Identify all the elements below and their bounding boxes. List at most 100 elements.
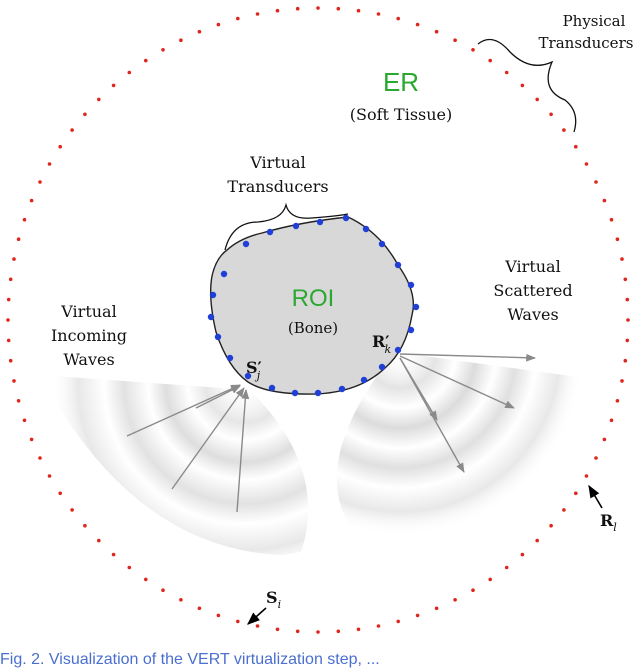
physical-transducer-dot	[520, 83, 525, 88]
rl-pointer	[588, 484, 603, 509]
physical-transducer-dot	[620, 379, 624, 383]
physical-transducer-dot	[8, 277, 13, 282]
incoming-arrows	[126, 384, 250, 513]
physical-transducer-dot	[376, 12, 381, 16]
physical-transducer-dot	[471, 48, 475, 52]
physical-transducer-dot	[594, 456, 598, 460]
physical-transducer-dot	[127, 70, 132, 75]
physical-transducer-dot	[549, 523, 553, 528]
roi-label: ROI	[292, 285, 335, 312]
physical-transducer-dot	[29, 437, 34, 442]
physical-transducer-dot	[111, 552, 116, 557]
physical-transducer-dot	[255, 624, 260, 628]
physical-transducer-dot	[216, 22, 221, 27]
physical-transducer-dot	[504, 565, 509, 570]
scattered-label-line2: Scattered	[493, 281, 572, 300]
physical-transducer-dot	[602, 437, 607, 442]
incoming-label-line2: Incoming	[51, 326, 127, 345]
physical-transducer-dot	[236, 619, 240, 624]
physical-transducer-dot	[535, 538, 539, 543]
si-pointer	[247, 607, 267, 625]
physical-transducer-dot	[625, 297, 630, 302]
physical-transducer-dot	[16, 399, 21, 403]
sj-label: S′j	[246, 358, 262, 382]
physical-transducer-dot	[111, 83, 116, 88]
physical-transducer-dot	[594, 180, 598, 184]
physical-transducer-dot	[623, 277, 628, 282]
physical-transducer-dot	[83, 523, 87, 528]
rk-label: R′k	[372, 332, 392, 356]
physical-transducer-dot	[179, 598, 183, 602]
er-label: ER	[383, 67, 419, 97]
er-subtitle: (Soft Tissue)	[350, 105, 453, 124]
physical-transducer-dot	[127, 565, 132, 570]
virtual-transducers-label-line1: Virtual	[249, 153, 305, 172]
physical-transducer-dot	[216, 613, 221, 618]
incoming-label-line1: Virtual	[60, 302, 116, 321]
si-label: Si	[266, 588, 281, 611]
physical-transducer-dot	[626, 318, 630, 322]
physical-transducer-dot	[144, 58, 148, 63]
physical-label-line1: Physical	[563, 12, 626, 30]
physical-transducer-dot	[584, 474, 589, 478]
physical-transducer-dot	[38, 456, 42, 460]
physical-transducer-dot	[70, 128, 74, 132]
physical-transducer-dot	[97, 538, 101, 543]
physical-transducer-dot	[356, 627, 361, 632]
physical-transducer-dot	[549, 112, 553, 117]
scattered-arrow-4	[399, 357, 438, 421]
physical-transducer-dot	[8, 358, 13, 363]
physical-transducer-dot	[504, 70, 509, 75]
physical-transducer-dot	[574, 491, 578, 496]
physical-transducer-dot	[161, 588, 165, 592]
physical-transducer-dot	[275, 627, 280, 632]
physical-transducer-dot	[584, 162, 589, 166]
physical-transducer-dot	[562, 508, 566, 512]
physical-transducer-dot	[625, 338, 630, 343]
physical-transducer-ring	[6, 6, 630, 634]
physical-transducer-dot	[12, 257, 16, 261]
physical-transducer-dot	[6, 297, 11, 302]
physical-transducer-dot	[535, 97, 539, 102]
physical-transducer-dot	[615, 399, 620, 403]
physical-transducer-dot	[6, 338, 11, 343]
physical-transducer-dot	[197, 29, 202, 34]
scattered-wave-pattern	[336, 352, 600, 537]
physical-transducer-dot	[22, 217, 27, 222]
physical-transducer-dot	[295, 629, 300, 634]
physical-transducer-dot	[415, 22, 420, 27]
physical-transducer-dot	[609, 217, 614, 222]
physical-transducer-dot	[415, 613, 420, 618]
physical-transducer-dot	[236, 16, 240, 21]
scattered-arrow-1	[399, 353, 536, 362]
physical-transducer-dot	[12, 379, 16, 383]
physical-transducer-dot	[615, 237, 620, 241]
physical-transducer-dot	[58, 491, 62, 496]
incoming-arrow-3	[236, 389, 250, 513]
physical-transducer-dot	[434, 606, 439, 611]
physical-transducer-dot	[376, 624, 381, 628]
scattered-label-line3: Waves	[507, 305, 558, 324]
physical-label-line2: Transducers	[539, 34, 634, 52]
incoming-arrow-2	[171, 387, 245, 490]
physical-transducer-dot	[396, 16, 401, 21]
physical-transducer-dot	[488, 58, 493, 63]
physical-transducer-dot	[70, 508, 74, 512]
physical-transducer-dot	[255, 12, 260, 16]
physical-transducer-dot	[38, 180, 42, 184]
physical-transducer-dot	[453, 38, 457, 42]
physical-transducer-dot	[609, 418, 614, 423]
rl-label: Rl	[600, 511, 617, 534]
physical-transducer-dot	[574, 144, 578, 149]
scattered-label-line1: Virtual	[504, 257, 560, 276]
physical-transducer-dot	[83, 112, 87, 117]
physical-transducer-dot	[623, 358, 628, 363]
physical-transducer-dot	[197, 606, 202, 611]
physical-transducer-dot	[22, 418, 27, 423]
physical-transducer-dot	[620, 257, 624, 261]
scattered-arrow-2	[399, 355, 515, 409]
physical-transducer-dot	[275, 8, 280, 13]
roi-subtitle: (Bone)	[288, 319, 338, 337]
physical-transducer-dot	[471, 588, 475, 592]
physical-transducers-brace	[477, 38, 577, 133]
